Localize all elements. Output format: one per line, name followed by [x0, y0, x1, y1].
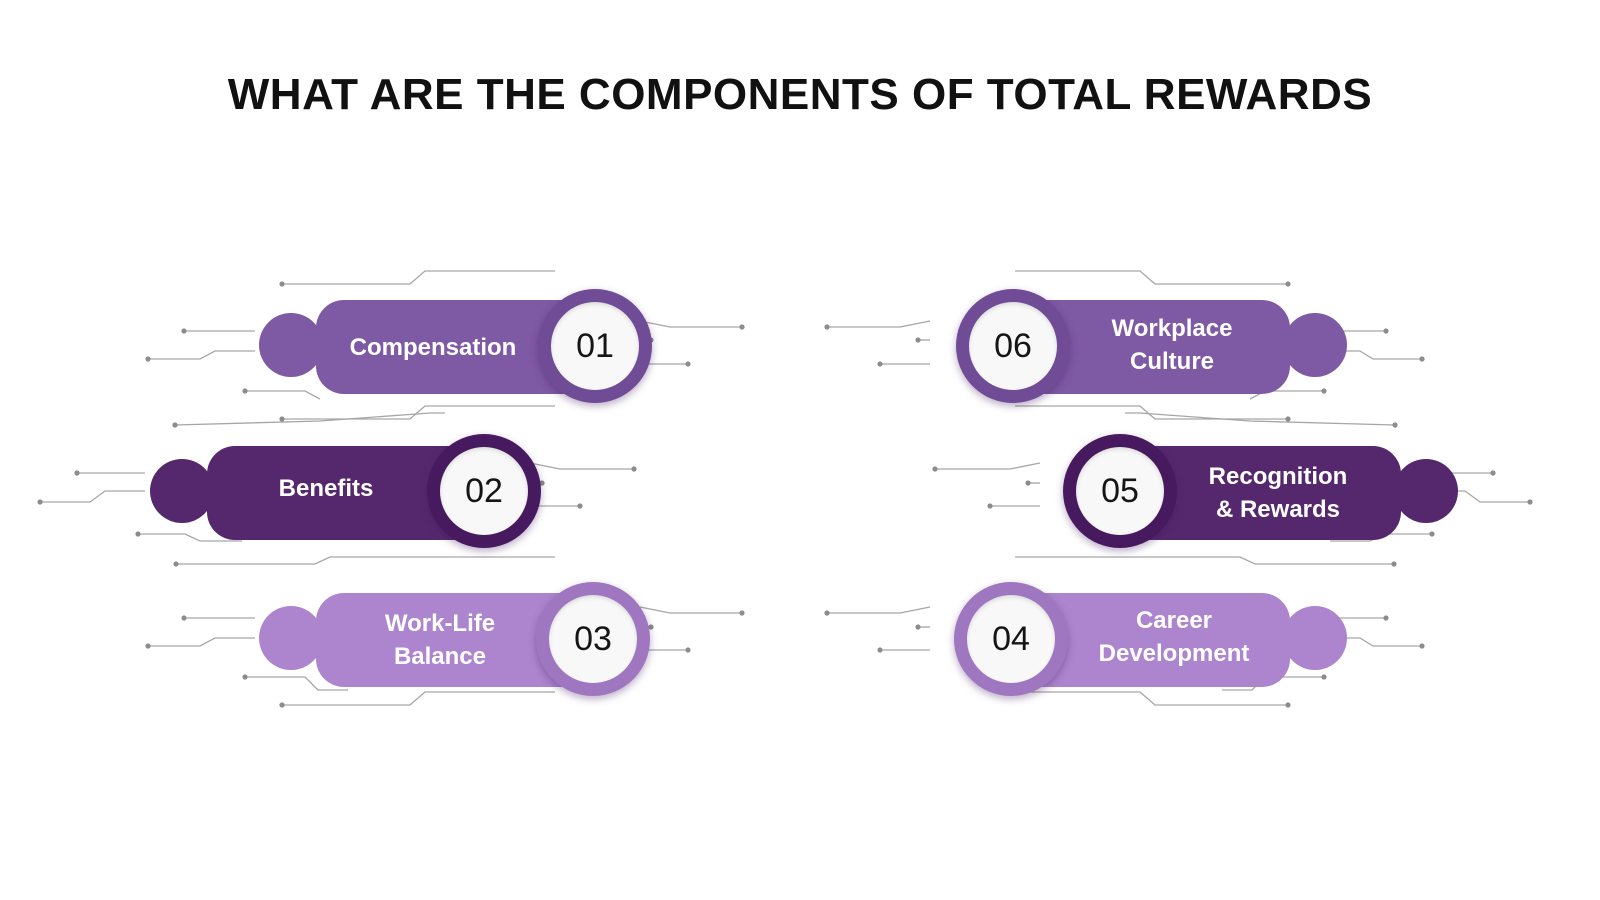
knob [150, 459, 214, 523]
circuit-wire [138, 533, 242, 542]
component-label: Career Development [1098, 607, 1250, 667]
circuit-node [1527, 499, 1533, 505]
circuit-node [181, 615, 187, 621]
circuit-wire [1015, 556, 1394, 565]
circuit-node [1285, 281, 1291, 287]
component-number: 06 [969, 302, 1057, 390]
circuit-node [1025, 480, 1031, 486]
circuit-node [145, 643, 151, 649]
circuit-node [877, 647, 883, 653]
circuit-node [1285, 702, 1291, 708]
circuit-node [915, 624, 921, 630]
circuit-wire [1015, 691, 1288, 706]
circuit-node [242, 388, 248, 394]
circuit-wire [1015, 270, 1288, 285]
circuit-wire [639, 320, 742, 328]
circuit-node [1490, 470, 1496, 476]
component-number: 02 [440, 447, 528, 535]
circuit-wire [827, 606, 931, 614]
circuit-node [1429, 531, 1435, 537]
circuit-wire [935, 462, 1041, 470]
component-number: 01 [551, 302, 639, 390]
circuit-wire [176, 556, 555, 565]
circuit-node [824, 610, 830, 616]
circuit-node [877, 361, 883, 367]
component-label: Workplace Culture [1111, 315, 1233, 375]
circuit-node [279, 281, 285, 287]
circuit-node [1419, 643, 1425, 649]
circuit-node [279, 416, 285, 422]
knob [1283, 313, 1347, 377]
circuit-wire [245, 390, 321, 400]
circuit-node [1391, 561, 1397, 567]
circuit-wire [827, 320, 931, 328]
circuit-node [824, 324, 830, 330]
circuit-wire [148, 637, 255, 647]
circuit-wire [529, 462, 634, 470]
circuit-node [74, 470, 80, 476]
component-number: 03 [549, 595, 637, 683]
circuit-wire [282, 270, 555, 285]
circuit-node [172, 422, 178, 428]
circuit-wire [40, 490, 145, 503]
component-label: Work-Life Balance [384, 610, 496, 670]
circuit-node [739, 610, 745, 616]
circuit-node [739, 324, 745, 330]
circuit-wire [282, 691, 555, 706]
circuit-node [242, 674, 248, 680]
circuit-wire [1125, 412, 1396, 426]
circuit-wire [148, 350, 255, 360]
circuit-node [279, 702, 285, 708]
circuit-node [685, 647, 691, 653]
knob [259, 313, 323, 377]
component-number: 05 [1076, 447, 1164, 535]
circuit-wire [639, 606, 742, 614]
circuit-wire [282, 405, 555, 420]
knob [259, 606, 323, 670]
circuit-node [1383, 328, 1389, 334]
component-label: Compensation [349, 333, 517, 361]
circuit-node [37, 499, 43, 505]
page-title: WHAT ARE THE COMPONENTS OF TOTAL REWARDS [227, 70, 1373, 119]
circuit-node [577, 503, 583, 509]
circuit-node [1392, 422, 1398, 428]
circuit-node [181, 328, 187, 334]
circuit-node [932, 466, 938, 472]
circuit-node [135, 531, 141, 537]
knob [1283, 606, 1347, 670]
component-number: 04 [967, 595, 1055, 683]
circuit-node [1383, 615, 1389, 621]
circuit-node [987, 503, 993, 509]
circuit-wire [1015, 405, 1288, 420]
circuit-node [145, 356, 151, 362]
circuit-node [685, 361, 691, 367]
circuit-wire [174, 412, 445, 426]
circuit-node [1321, 674, 1327, 680]
circuit-node [1321, 388, 1327, 394]
circuit-node [631, 466, 637, 472]
knob [1394, 459, 1458, 523]
component-label: Recognition & Rewards [1208, 463, 1348, 523]
circuit-node [173, 561, 179, 567]
circuit-node [648, 624, 654, 630]
circuit-node [915, 337, 921, 343]
circuit-node [1419, 356, 1425, 362]
component-label: Benefits [278, 474, 374, 502]
circuit-wire [245, 676, 348, 691]
circuit-node [1285, 416, 1291, 422]
